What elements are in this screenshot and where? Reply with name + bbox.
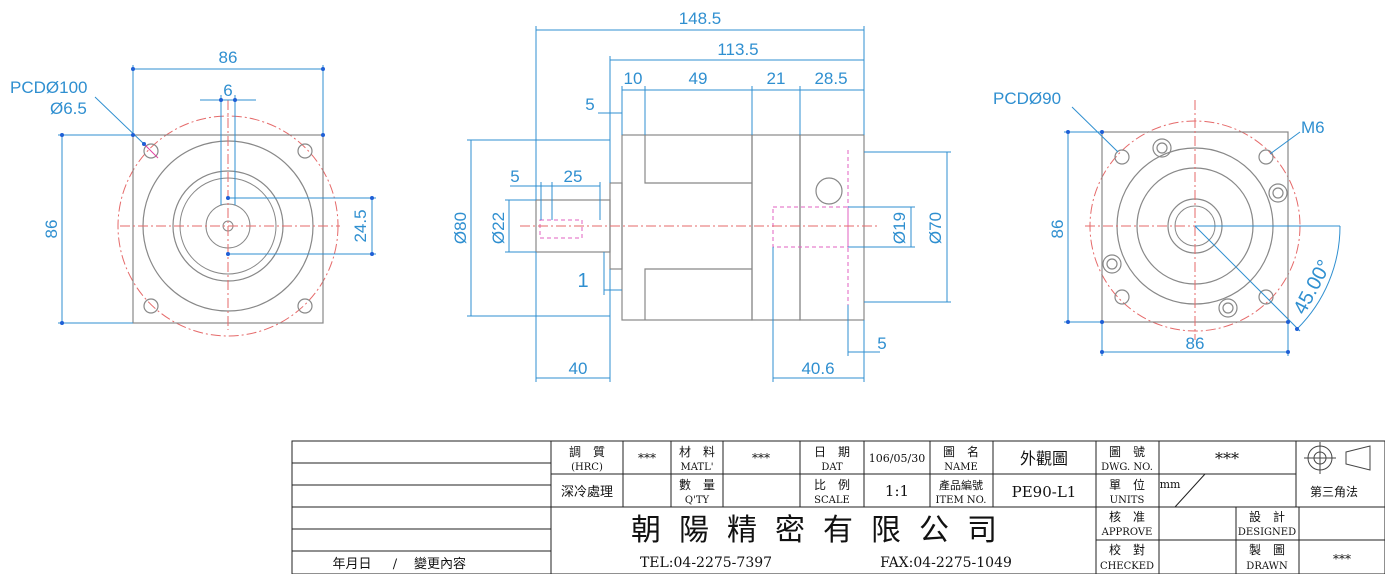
approve-label-en: APPROVE [1101, 527, 1153, 538]
date-label: 日 期 [814, 445, 850, 459]
side-pilot-height-label: 1 [577, 270, 588, 292]
rear-view: PCDØ90 M6 86 86 45.00° [993, 89, 1341, 356]
company-name: 朝陽精密有限公司 [631, 513, 1015, 548]
checked-label-en: CHECKED [1100, 561, 1154, 572]
revision-separator: / [393, 557, 398, 572]
front-height-label: 86 [42, 220, 61, 239]
side-seg3-label: 21 [767, 69, 786, 88]
side-view: 148.5 113.5 10 49 21 28.5 5 5 25 Ø80 Ø22… [451, 9, 951, 382]
units-label-en: UNITS [1110, 495, 1145, 506]
quantity-label-en: Q'TY [685, 495, 710, 506]
units-label: 單 位 [1109, 477, 1145, 492]
designed-label: 設 計 [1249, 509, 1285, 524]
scale-label-en: SCALE [814, 495, 850, 506]
material-label-en: MATL' [681, 462, 714, 473]
date-label-en: DAT [821, 462, 843, 473]
dwg-no-value: *** [1215, 449, 1239, 468]
heat-treatment-label-en: (HRC) [571, 462, 603, 473]
side-flange-step-label: 5 [585, 95, 594, 114]
title-block: 年月日 / 變更內容 調 質 (HRC) *** 深冷處理 材 料 MATL' … [291, 440, 1385, 574]
side-seg2-label: 49 [689, 69, 708, 88]
company-fax: FAX:04-2275-1049 [880, 555, 1012, 571]
side-seg4-label: 28.5 [814, 69, 847, 88]
company-tel: TEL:04-2275-7397 [640, 555, 772, 571]
drawn-value: *** [1333, 552, 1351, 566]
material-label: 材 料 [679, 445, 715, 459]
side-overall-length-label: 148.5 [679, 9, 722, 28]
material-value: *** [752, 451, 770, 465]
heat-treatment-value: *** [638, 451, 656, 465]
designed-label-en: DESIGNED [1238, 527, 1296, 538]
approve-label: 核 准 [1109, 510, 1145, 524]
front-bolt-gap-label: 6 [223, 81, 232, 100]
rear-width-label: 86 [1186, 334, 1205, 353]
projection-label: 第三角法 [1310, 485, 1358, 499]
dwg-no-label: 圖 號 [1109, 445, 1145, 459]
front-pcd-label: PCDØ100 [10, 78, 87, 97]
third-angle-projection-icon [1304, 442, 1371, 474]
rear-angle-label: 45.00° [1289, 256, 1336, 318]
drawn-label-en: DRAWN [1246, 561, 1288, 572]
front-key-height-label: 24.5 [351, 209, 370, 242]
rear-pcd-label: PCDØ90 [993, 89, 1061, 108]
cryo-process-label: 深冷處理 [561, 485, 613, 500]
drawn-label: 製 圖 [1249, 543, 1285, 557]
item-no-value: PE90-L1 [1012, 483, 1077, 501]
revision-date-label: 年月日 [332, 557, 371, 572]
dwg-no-label-en: DWG. NO. [1101, 462, 1153, 473]
front-view: 86 6 PCDØ100 Ø6.5 86 24.5 [10, 48, 376, 337]
date-value: 106/05/30 [869, 452, 925, 465]
name-label: 圖 名 [943, 444, 979, 459]
side-bore-dia-label: Ø19 [890, 212, 909, 244]
side-rear-step-label: 5 [877, 334, 886, 353]
front-width-label: 86 [219, 48, 238, 67]
rear-thread-label: M6 [1301, 118, 1325, 137]
side-body-length-label: 113.5 [717, 40, 758, 59]
checked-label: 校 對 [1109, 542, 1145, 557]
scale-label: 比 例 [814, 478, 850, 492]
side-shaft-length-label: 40 [569, 359, 588, 378]
item-no-label: 產品編號 [939, 478, 983, 492]
side-shaft-dia-label: Ø22 [489, 212, 508, 244]
revision-change-label: 變更內容 [414, 556, 466, 572]
scale-value: 1:1 [885, 482, 909, 500]
side-key-offset-label: 5 [510, 167, 519, 186]
side-rear-depth-label: 40.6 [801, 359, 834, 378]
side-key-length-label: 25 [564, 167, 583, 186]
name-label-en: NAME [944, 462, 978, 473]
item-no-label-en: ITEM NO. [936, 495, 987, 506]
side-pilot-dia-label: Ø80 [451, 212, 470, 244]
units-value: mm [1160, 478, 1181, 491]
side-rear-dia-label: Ø70 [926, 212, 945, 244]
quantity-label: 數 量 [679, 478, 715, 492]
rear-height-label: 86 [1048, 220, 1067, 239]
heat-treatment-label: 調 質 [569, 444, 605, 459]
drawing-name-value: 外觀圖 [1020, 449, 1068, 468]
front-hole-label: Ø6.5 [50, 99, 87, 118]
side-seg1-label: 10 [624, 69, 643, 88]
